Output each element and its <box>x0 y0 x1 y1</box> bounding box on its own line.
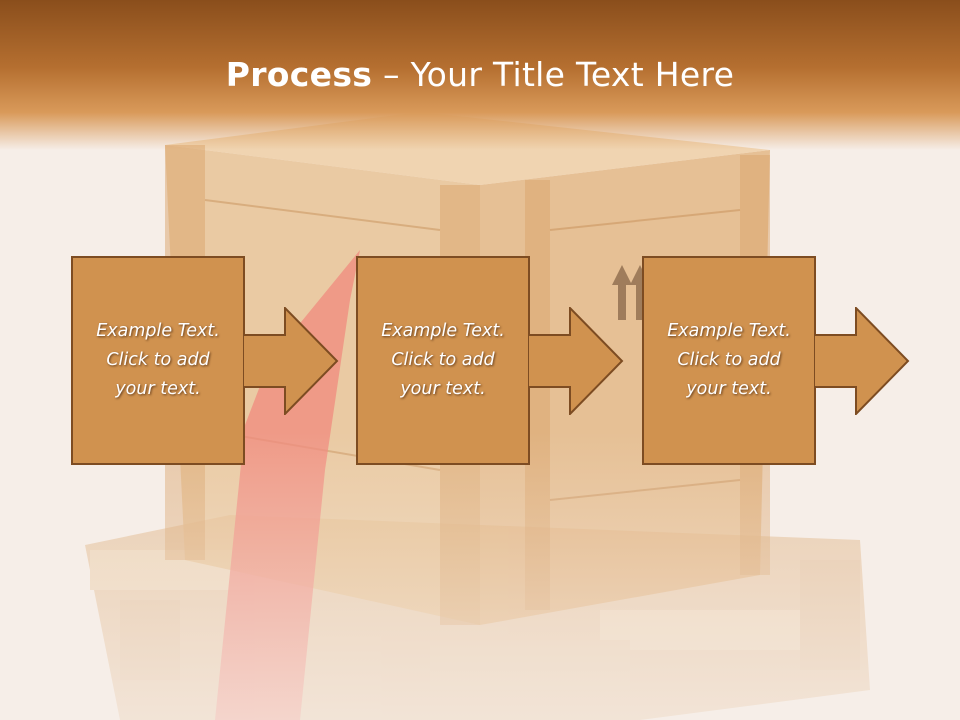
title-bold-text: Process <box>225 55 373 94</box>
arrow-right-icon <box>528 307 624 415</box>
process-step-3[interactable]: Example Text. Click to add your text. <box>642 256 816 465</box>
process-step-1[interactable]: Example Text. Click to add your text. <box>71 256 245 465</box>
title-rest-text: – Your Title Text Here <box>372 55 735 94</box>
arrow-right-icon <box>814 307 910 415</box>
title-bar <box>0 0 960 150</box>
step-2-text: Example Text. Click to add your text. <box>381 321 505 399</box>
arrow-right-icon <box>243 307 339 415</box>
slide-title[interactable]: Process – Your Title Text Here <box>0 50 960 100</box>
step-1-text: Example Text. Click to add your text. <box>96 321 220 399</box>
step-3-text: Example Text. Click to add your text. <box>667 321 791 399</box>
process-step-2[interactable]: Example Text. Click to add your text. <box>356 256 530 465</box>
